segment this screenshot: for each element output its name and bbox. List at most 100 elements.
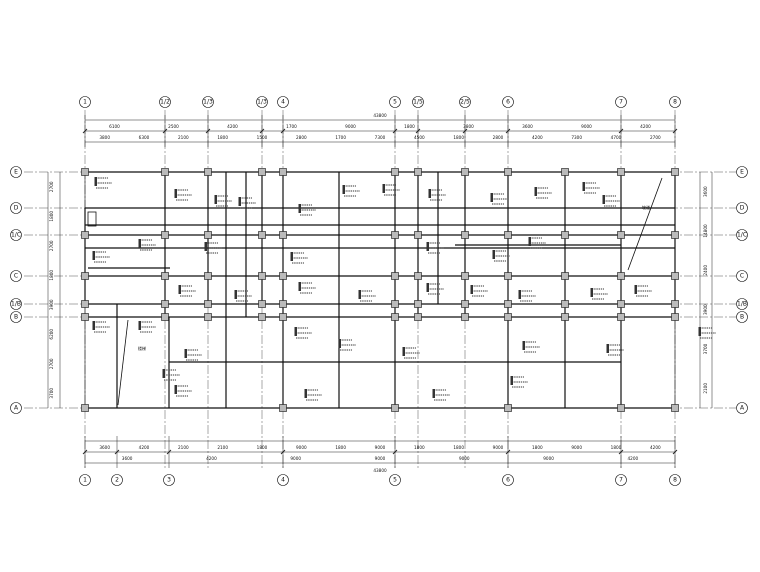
axis-label: E [14,169,18,176]
dimension-text: 9000 [290,456,301,461]
column [204,272,212,280]
axis-label: A [740,405,745,412]
column [391,168,399,176]
column [561,300,569,308]
dimension-text: 4200 [227,124,238,129]
dimension-tick [166,449,172,455]
dimension-text: 4200 [640,124,651,129]
axis-label: 4 [281,477,285,484]
dimension-tick [162,128,168,134]
annotation-mark [304,389,307,398]
axis-bubble [736,311,748,323]
dimension-text: 9000 [571,445,582,450]
dimension-text: 6200 [49,329,54,340]
annotation-mark [358,290,361,299]
dimension-text: 6300 [139,135,150,140]
dimension-text: 4500 [414,135,425,140]
axis-bubble [202,96,214,108]
axis-bubble [736,229,748,241]
dimension-text: 4200 [628,456,639,461]
annotation-mark [162,369,165,378]
annotation-mark [432,389,435,398]
axis-bubble [736,298,748,310]
axis-bubble [79,474,91,486]
column [161,272,169,280]
column [461,231,469,239]
axis-bubble [615,474,627,486]
annotation-mark [92,251,95,260]
column [461,300,469,308]
axis-label: 1/C [11,232,21,239]
dimension-tick [392,449,398,455]
dimension-text: 3900 [49,299,54,310]
dimension-text: 3900 [703,304,708,315]
annotation-mark [214,195,217,204]
axis-bubble [10,270,22,282]
axis-bubble [736,202,748,214]
dimension-text: 2100 [703,383,708,394]
axis-bubble [389,474,401,486]
column [561,272,569,280]
beam-layout [84,171,676,409]
column [617,272,625,280]
axis-label: E [740,169,744,176]
axis-label: 1/B [737,301,747,308]
axis-bubble [502,96,514,108]
annotation-mark [138,321,141,330]
axis-bubble [459,96,471,108]
column [161,313,169,321]
dimension-text: 2500 [168,124,179,129]
column [204,300,212,308]
axis-label: A [14,405,19,412]
dimension-text: 3700 [49,388,54,399]
annotation-mark [698,327,701,336]
annotation-mark [92,321,95,330]
annotation-mark [582,182,585,191]
axis-label: 1/C [737,232,747,239]
axis-label: 1/3 [257,99,267,106]
dimension-tick [280,128,286,134]
column [504,300,512,308]
axis-bubble [10,311,22,323]
overall-dimension: 43800 [373,468,387,473]
axis-bubble [502,474,514,486]
dimension-text: 2100 [178,445,189,450]
axis-label: 1 [83,477,87,484]
annotation-mark [238,197,241,206]
column [161,168,169,176]
dimension-text: 2400 [703,265,708,276]
dimension-text: 2100 [178,135,189,140]
column [461,313,469,321]
column [504,272,512,280]
column [414,272,422,280]
dimension-text: 9000 [296,445,307,450]
column [258,300,266,308]
column [671,300,679,308]
column [391,231,399,239]
dimension-tick [82,128,88,134]
dimension-text: 4200 [139,445,150,450]
column [414,168,422,176]
annotation-mark [94,177,97,186]
axis-label: 2 [115,477,119,484]
column [258,168,266,176]
axis-bubble [10,166,22,178]
axis-label: 1/2 [160,99,170,106]
axis-bubble [256,96,268,108]
annotation-mark [178,285,181,294]
column [391,272,399,280]
column [504,313,512,321]
annotation-mark [426,283,429,292]
axis-bubble [615,96,627,108]
axis-bubble [159,96,171,108]
column [671,404,679,412]
annotation-mark [634,285,637,294]
axis-label: 5 [393,99,397,106]
column [279,231,287,239]
column [161,231,169,239]
column [81,300,89,308]
dimension-text: 2700 [49,240,54,251]
column [671,231,679,239]
column [279,300,287,308]
